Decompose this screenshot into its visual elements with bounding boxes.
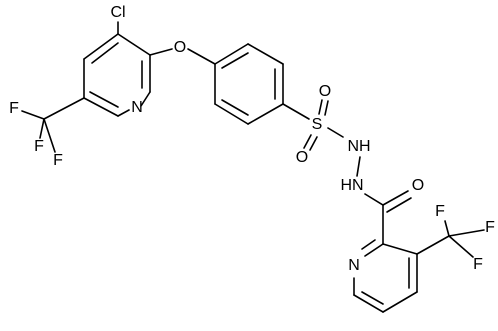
bond: [416, 235, 450, 255]
bond: [39, 118, 45, 139]
fluorine-label: F: [473, 256, 483, 273]
bond: [318, 99, 323, 115]
bond: [382, 291, 418, 313]
bond: [448, 235, 474, 258]
sulfur-label: S: [312, 116, 323, 133]
bond: [221, 99, 249, 116]
fluorine-label: F: [435, 203, 445, 220]
sulfonyl-oxygen-label: O: [319, 83, 331, 100]
bond: [43, 97, 85, 120]
atom-label-layer: Cl O N F F F O S O NH HN O N F F F: [9, 4, 495, 274]
bond: [364, 193, 384, 206]
fluorine-label: F: [53, 152, 63, 169]
carbonyl-oxygen-label: O: [412, 177, 424, 194]
bond: [117, 109, 130, 117]
bond: [221, 52, 249, 69]
bond: [214, 43, 249, 65]
bond: [140, 91, 151, 107]
bond: [187, 48, 216, 65]
bond: [327, 127, 344, 138]
pyridine-1-nitrogen-label: N: [131, 99, 143, 116]
fluorine-label: F: [9, 100, 19, 117]
bond: [309, 136, 318, 151]
bond: [386, 197, 412, 213]
bond: [444, 220, 450, 237]
pyridine-2-nitrogen-label: N: [348, 257, 360, 274]
fluorine-label: F: [485, 219, 495, 236]
bond: [382, 190, 409, 206]
bond: [247, 103, 284, 125]
bond: [361, 239, 376, 250]
bond: [448, 229, 485, 237]
bond: [91, 42, 119, 64]
bond: [382, 243, 418, 255]
bond: [117, 33, 151, 56]
bond: [83, 97, 119, 117]
ether-oxygen-label: O: [174, 39, 186, 56]
bond: [83, 33, 119, 60]
hydrazide-hn-label: HN: [340, 177, 363, 194]
bond: [247, 43, 284, 65]
bond: [214, 103, 249, 125]
fluorine-label: F: [34, 138, 44, 155]
bond: [89, 91, 119, 108]
bond: [43, 118, 56, 153]
hydrazide-nh-label: NH: [347, 138, 370, 155]
chlorine-label: Cl: [110, 4, 125, 21]
bond: [282, 103, 310, 120]
bond: [364, 243, 384, 257]
bond: [303, 134, 312, 149]
bond: [21, 110, 45, 120]
bond: [149, 48, 173, 56]
bond: [324, 100, 329, 116]
bond: [361, 291, 384, 305]
bond: [353, 294, 384, 313]
bond: [356, 156, 361, 177]
bond-layer: [21, 21, 485, 313]
sulfonyl-oxygen-label: O: [296, 149, 308, 166]
